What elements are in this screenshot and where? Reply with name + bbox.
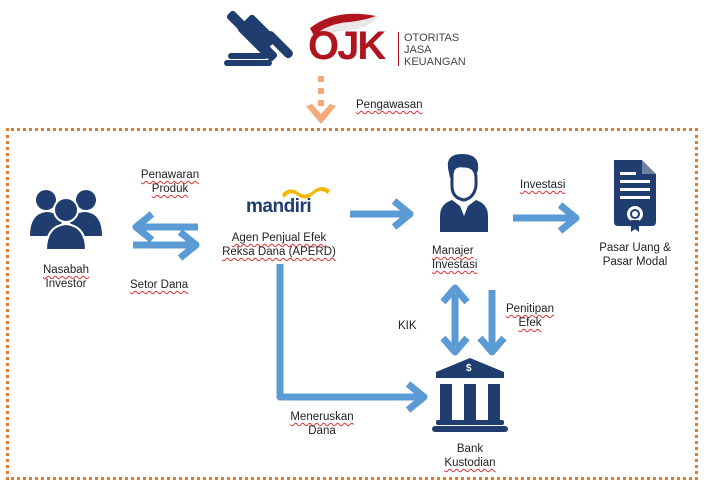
forward-label: Meneruskan Dana	[290, 411, 354, 437]
ojk-logo: OJK OTORITAS JASA KEUANGAN	[306, 6, 496, 70]
supervision-label: Pengawasan	[356, 99, 423, 111]
investor-label: Nasabah Investor	[42, 264, 90, 290]
ojk-flag-icon	[310, 13, 379, 39]
ojk-name: OTORITAS JASA KEUANGAN	[404, 32, 466, 68]
deposit-label: Setor Dana	[130, 279, 189, 291]
aperd-label: Agen Penjual Efek Reksa Dana (APERD)	[222, 232, 336, 258]
kik-label: KIK	[398, 320, 417, 332]
bank-dollar-symbol: $	[466, 363, 472, 374]
ojk-divider	[398, 32, 399, 66]
supervision-boundary	[6, 128, 698, 480]
manager-label: Manajer Investasi	[432, 245, 478, 271]
market-label: Pasar Uang & Pasar Modal	[599, 242, 671, 268]
ojk-mark: OJK	[308, 24, 386, 68]
offer-label: Penawaran Produk	[140, 169, 200, 195]
custody-label: Penitipan Efek	[506, 303, 554, 329]
custodian-label: Bank Kustodian	[444, 443, 496, 469]
mandiri-logo: mandiri	[246, 196, 312, 217]
invest-label: Investasi	[520, 179, 566, 191]
